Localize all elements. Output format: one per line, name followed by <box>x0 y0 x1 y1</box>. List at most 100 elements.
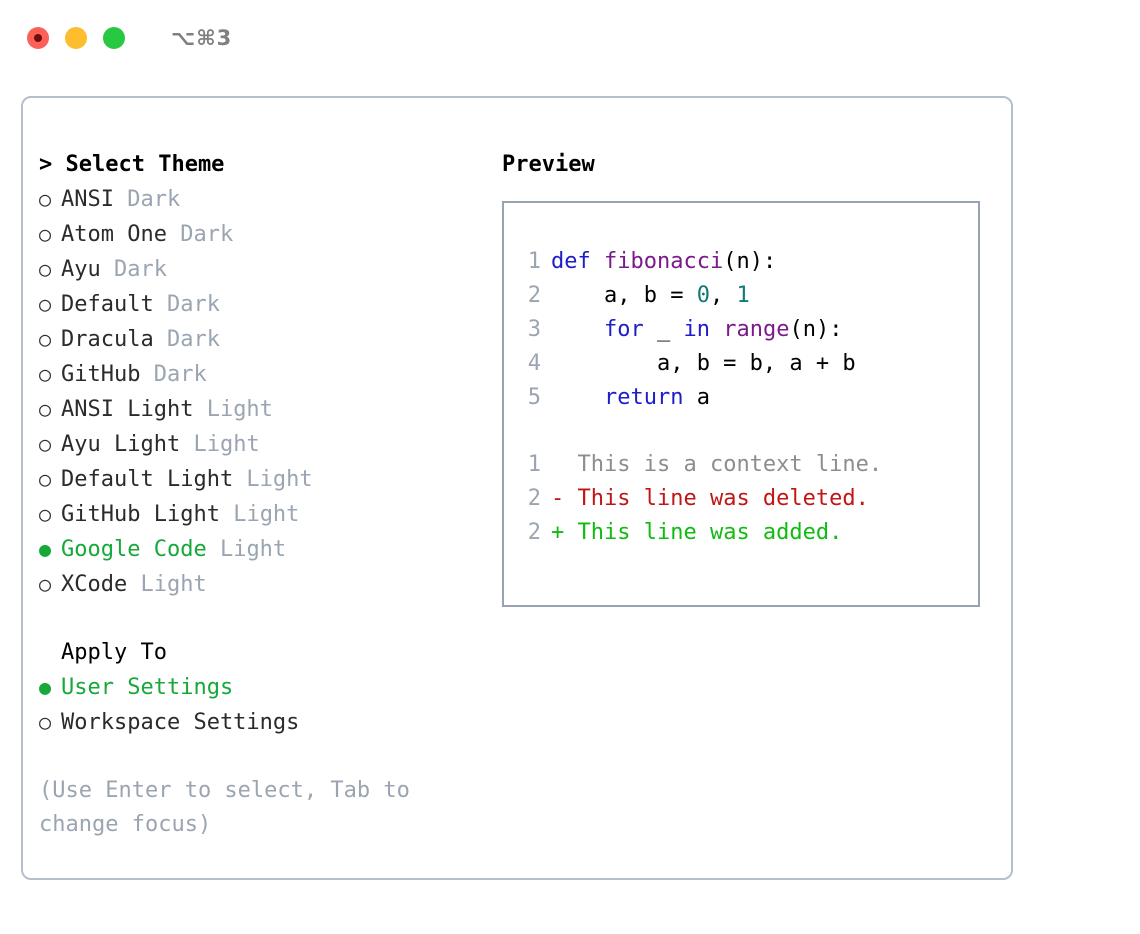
theme-option-github-light[interactable]: ○GitHub Light Light <box>39 497 489 532</box>
theme-option-variant: Dark <box>140 362 207 387</box>
theme-option-google-code[interactable]: ●Google Code Light <box>39 532 489 567</box>
theme-option-default[interactable]: ○Default Dark <box>39 287 489 322</box>
code-line: 4 a, b = b, a + b <box>515 347 856 381</box>
diff-line-add: 2 + This line was added. <box>515 516 882 550</box>
code-line-text: a, b = b, a + b <box>541 347 856 381</box>
title-bar: ⌥⌘3 <box>0 0 1140 76</box>
code-line-number: 1 <box>527 249 541 274</box>
select-theme-header: > Select Theme <box>39 152 225 177</box>
code-line-number: 4 <box>527 351 541 376</box>
theme-option-variant: Dark <box>153 327 220 352</box>
recording-indicator-icon <box>34 34 42 42</box>
code-line: 5 return a <box>515 381 856 415</box>
diff-marker: - <box>551 486 578 511</box>
theme-list: ○ ANSI Dark ○ Atom One Dark ○ Ayu Dark ○ Defaul… <box>39 182 489 602</box>
radio-unselected-icon: ○ <box>39 572 52 596</box>
theme-option-variant: Light <box>206 537 287 562</box>
theme-option-name: Atom One <box>61 222 167 247</box>
radio-selected-icon: ● <box>39 675 52 699</box>
theme-option-name: Ayu Light <box>61 432 181 457</box>
code-line-number: 2 <box>527 283 541 308</box>
code-line-text: def fibonacci(n): <box>541 245 776 279</box>
apply-to-option-name: User Settings <box>61 675 234 700</box>
code-line-number: 3 <box>527 317 541 342</box>
code-line: 3 for _ in range(n): <box>515 313 856 347</box>
code-token-pl: (n): <box>789 317 843 342</box>
code-token-num: 0 <box>696 283 710 308</box>
theme-option-atom-one[interactable]: ○Atom One Dark <box>39 217 489 252</box>
theme-option-ayu[interactable]: ○Ayu Dark <box>39 252 489 287</box>
apply-to-list: ● User Settings ○ Workspace Settings <box>39 670 489 740</box>
diff-line-del: 2- This line was deleted. <box>515 482 882 516</box>
theme-option-github[interactable]: ○GitHub Dark <box>39 357 489 392</box>
code-token-kw: def <box>551 249 604 274</box>
radio-unselected-icon: ○ <box>39 222 52 246</box>
preview-title: Preview <box>502 152 595 177</box>
theme-option-xcode[interactable]: ○XCode Light <box>39 567 489 602</box>
theme-option-name: Ayu <box>61 257 101 282</box>
theme-option-ayu-light[interactable]: ○Ayu Light Light <box>39 427 489 462</box>
apply-to-option-workspace-settings[interactable]: ○ Workspace Settings <box>39 705 489 740</box>
code-token-pl: _ <box>643 317 684 342</box>
diff-line-text: - This line was deleted. <box>541 482 869 516</box>
code-token-pl <box>551 385 604 410</box>
radio-unselected-icon: ○ <box>39 187 52 211</box>
theme-option-name: Default Light <box>61 467 234 492</box>
apply-to-header: Apply To <box>61 640 167 665</box>
diff-marker <box>551 452 578 477</box>
radio-unselected-icon: ○ <box>39 257 52 281</box>
radio-unselected-icon: ○ <box>39 467 52 491</box>
radio-unselected-icon: ○ <box>39 362 52 386</box>
code-token-fn: range <box>723 317 790 342</box>
code-line: 2 a, b = 0, 1 <box>515 279 856 313</box>
code-token-kw: in <box>683 317 710 342</box>
code-token-pl: , <box>709 283 737 308</box>
diff-line-number: 2 <box>527 520 541 545</box>
code-token-pl: (n): <box>723 249 777 274</box>
theme-option-default-light[interactable]: ○Default Light Light <box>39 462 489 497</box>
theme-picker-column: > Select Theme ○ANSI Dark○Atom One Dark○… <box>39 148 489 842</box>
theme-option-ansi[interactable]: ○ ANSI Dark <box>39 182 489 217</box>
theme-option-dracula[interactable]: ○Dracula Dark <box>39 322 489 357</box>
radio-unselected-icon: ○ <box>39 710 52 734</box>
theme-option-variant: Light <box>219 502 300 527</box>
apply-to-option-user-settings[interactable]: ● User Settings <box>39 670 489 705</box>
theme-option-variant: Dark <box>113 187 181 212</box>
theme-option-variant: Light <box>193 397 273 422</box>
diff-line-text: This is a context line. <box>541 448 883 482</box>
code-token-pl: a, b = b, a + b <box>551 351 856 376</box>
radio-selected-icon: ● <box>39 537 52 561</box>
radio-unselected-icon: ○ <box>39 397 52 421</box>
keyboard-hint-text: (Use Enter to select, Tab to change focu… <box>39 778 424 837</box>
maximize-window-button[interactable] <box>103 27 125 49</box>
code-line-text: return a <box>541 381 710 415</box>
apply-to-option-name: Workspace Settings <box>61 710 300 735</box>
radio-unselected-icon: ○ <box>39 502 52 526</box>
diff-line-ctx: 1 This is a context line. <box>515 448 882 482</box>
radio-unselected-icon: ○ <box>39 327 52 351</box>
code-token-fn: fibonacci <box>603 249 724 274</box>
diff-line-number: 1 <box>527 452 541 477</box>
code-token-pl <box>551 317 604 342</box>
minimize-window-button[interactable] <box>65 27 87 49</box>
diff-line-content: This line was added. <box>577 520 843 545</box>
radio-unselected-icon: ○ <box>39 292 52 316</box>
code-token-kw: for <box>603 317 644 342</box>
code-token-num: 1 <box>736 283 750 308</box>
theme-option-ansi-light[interactable]: ○ANSI Light Light <box>39 392 489 427</box>
diff-marker: + <box>551 520 578 545</box>
code-token-pl <box>710 317 723 342</box>
code-token-pl: a <box>683 385 710 410</box>
radio-unselected-icon: ○ <box>39 432 52 456</box>
diff-sample: 1 This is a context line.2- This line wa… <box>515 448 882 550</box>
main-panel: > Select Theme ○ANSI Dark○Atom One Dark○… <box>21 96 1013 880</box>
close-window-button[interactable] <box>27 27 49 49</box>
keyboard-shortcut-label: ⌥⌘3 <box>171 26 233 50</box>
theme-option-name: Default <box>61 292 154 317</box>
theme-option-name: ANSI <box>61 187 114 212</box>
